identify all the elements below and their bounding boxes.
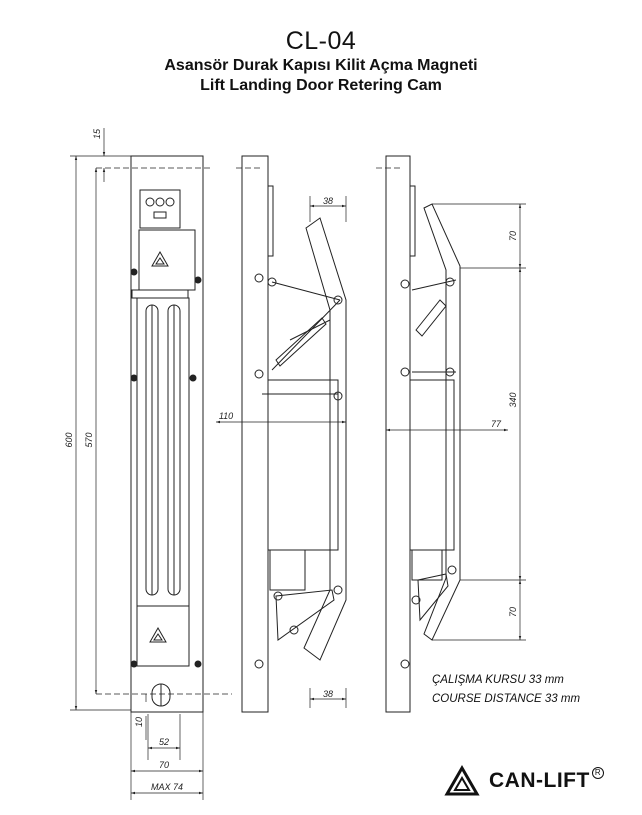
dim-600: 600 xyxy=(64,432,74,447)
brand-logo: CAN-LIFT R xyxy=(484,764,604,798)
dim-70-bottom: 70 xyxy=(508,607,518,617)
registered-mark: R xyxy=(591,767,604,779)
side-view-closed xyxy=(236,155,347,713)
dim-570: 570 xyxy=(84,432,94,447)
dim-10: 10 xyxy=(134,717,144,727)
dim-110: 110 xyxy=(219,411,233,421)
open-bracket-top xyxy=(409,185,416,257)
cam-arm-closed xyxy=(303,217,347,661)
terminal-label xyxy=(153,211,167,219)
plunger-open xyxy=(411,549,443,581)
coil-housing xyxy=(267,379,339,551)
side-plate-open xyxy=(385,155,411,713)
linkage-open-upper xyxy=(415,299,447,337)
dim-70-top: 70 xyxy=(508,231,518,241)
upper-bracket xyxy=(131,289,189,299)
side-plate-closed xyxy=(241,155,269,713)
dim-340: 340 xyxy=(508,392,518,407)
dim-70-width: 70 xyxy=(159,760,169,770)
model-title: CL-04 xyxy=(285,27,357,55)
brand-logo-mark xyxy=(444,764,480,796)
coil-housing-open xyxy=(409,379,455,551)
terminal-screw-3 xyxy=(165,197,175,207)
upper-cover xyxy=(138,229,196,291)
terminal-block xyxy=(139,189,181,229)
plunger xyxy=(269,549,306,591)
brand-name: CAN-LIFT xyxy=(489,769,590,792)
dim-77: 77 xyxy=(491,419,502,429)
terminal-screw-2 xyxy=(155,197,165,207)
lower-logo-mark xyxy=(149,626,167,643)
front-plate-outline xyxy=(130,155,204,713)
side-bracket-top xyxy=(267,185,274,257)
lower-cover xyxy=(136,605,190,667)
front-dimensions xyxy=(70,128,204,800)
lower-logo-mark-inner xyxy=(153,633,163,641)
cam-channel xyxy=(136,297,190,607)
upper-logo-mark-inner xyxy=(155,257,165,265)
lower-linkage xyxy=(275,589,335,641)
linkage-open-lower xyxy=(417,573,449,622)
front-view xyxy=(96,155,232,713)
linkage-bar xyxy=(275,317,327,367)
upper-logo-mark xyxy=(151,250,169,267)
title-turkish: Asansör Durak Kapısı Kilit Açma Magneti xyxy=(164,57,478,74)
dim-38-top: 38 xyxy=(323,196,333,206)
dim-38-bottom: 38 xyxy=(323,689,333,699)
dim-15: 15 xyxy=(92,128,102,139)
course-note-english: COURSE DISTANCE 33 mm xyxy=(432,693,581,705)
course-note-turkish: ÇALIŞMA KURSU 33 mm xyxy=(432,674,564,686)
terminal-screw-1 xyxy=(145,197,155,207)
dim-52: 52 xyxy=(159,737,169,747)
title-english: Lift Landing Door Retering Cam xyxy=(200,77,442,94)
side-view-open xyxy=(376,155,461,713)
dim-max-74: MAX 74 xyxy=(151,782,183,792)
header: CL-04 Asansör Durak Kapısı Kilit Açma Ma… xyxy=(0,26,642,96)
